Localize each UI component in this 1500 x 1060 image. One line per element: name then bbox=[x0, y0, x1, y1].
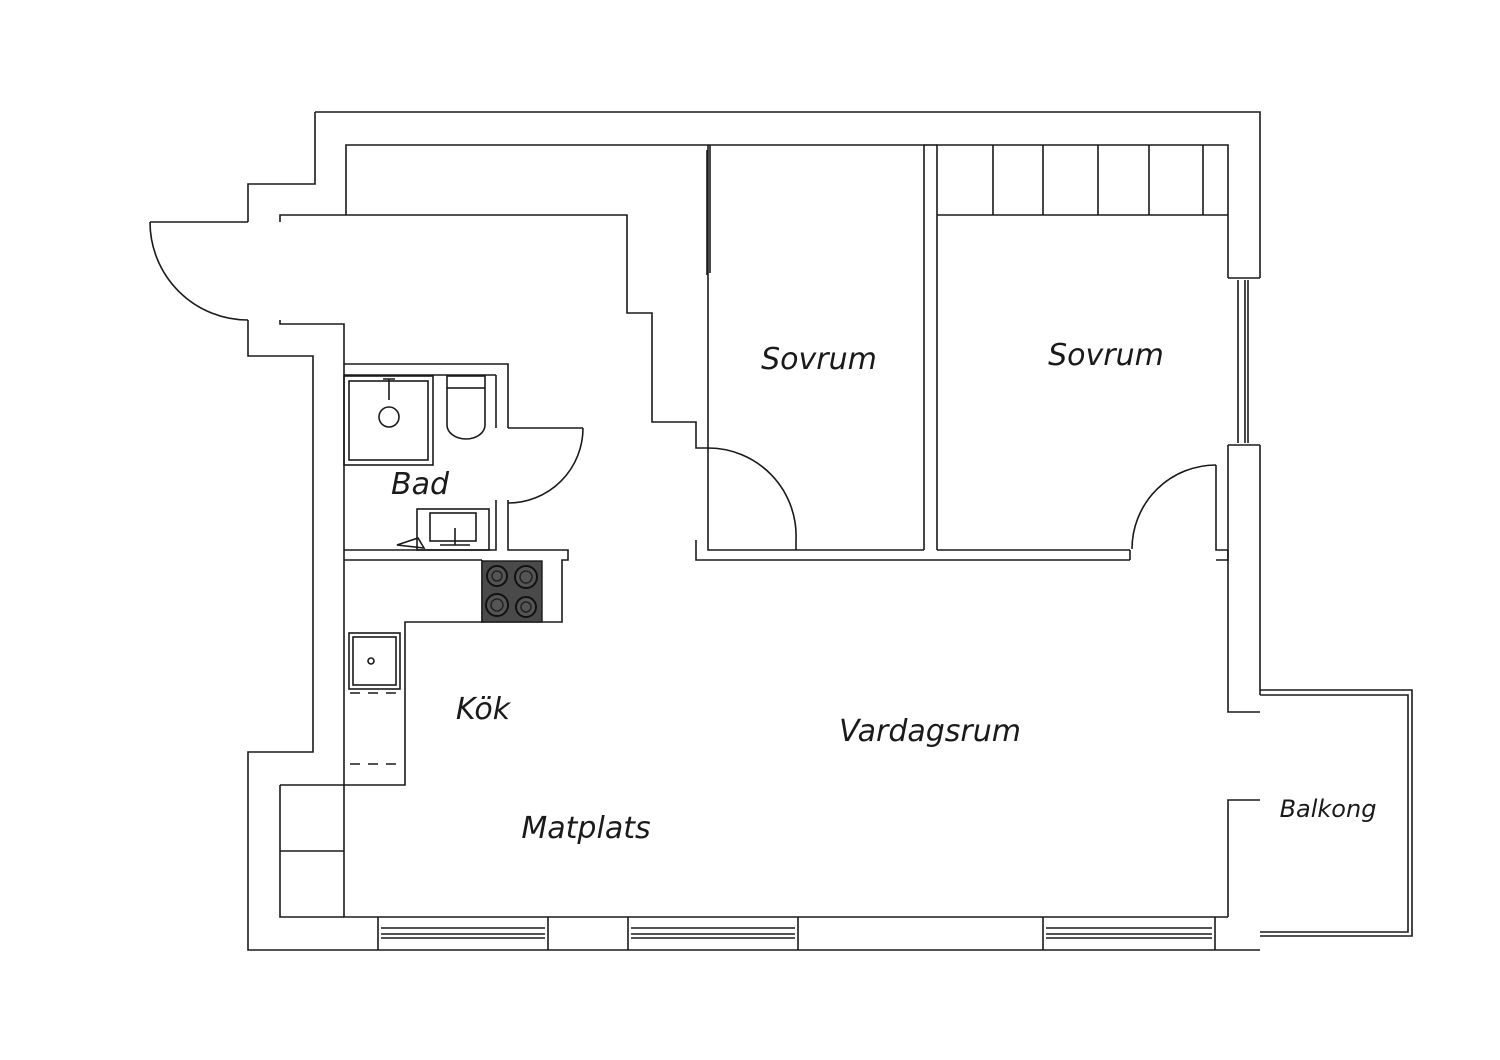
outer-wall bbox=[247, 111, 1261, 951]
entrance-wall bbox=[279, 145, 709, 449]
inner-wall-bottom bbox=[343, 785, 1228, 918]
room-label-sovrum-1: Sovrum bbox=[761, 342, 877, 377]
left-closet bbox=[279, 784, 344, 918]
room-label-sovrum-2: Sovrum bbox=[1048, 338, 1164, 373]
room-label-kok: Kök bbox=[456, 692, 512, 727]
stove bbox=[481, 560, 543, 623]
kitchen-counter bbox=[343, 559, 482, 786]
balcony bbox=[1260, 689, 1413, 937]
window-right bbox=[1228, 277, 1260, 446]
room-label-matplats: Matplats bbox=[521, 811, 650, 846]
window-bottom-2 bbox=[627, 917, 799, 950]
room-label-vardagsrum: Vardagsrum bbox=[839, 714, 1021, 749]
kitchen-sink bbox=[348, 632, 401, 690]
bathroom-wall-inner bbox=[344, 374, 497, 428]
toilet bbox=[446, 375, 486, 389]
shower bbox=[343, 375, 434, 466]
sovrum2-door bbox=[1131, 464, 1229, 561]
entrance-wall-lower bbox=[279, 320, 509, 428]
bathroom-sink bbox=[416, 508, 490, 551]
closet-slide-door bbox=[706, 145, 711, 275]
sovrum1-door bbox=[707, 447, 797, 550]
entrance-door bbox=[149, 221, 249, 321]
room-label-balkong: Balkong bbox=[1280, 795, 1377, 823]
bathroom-door bbox=[507, 427, 584, 504]
window-bottom-3 bbox=[1042, 917, 1216, 950]
sovrum2-wall bbox=[937, 549, 1131, 560]
window-bottom-1 bbox=[377, 917, 549, 950]
room-label-bad: Bad bbox=[391, 467, 450, 502]
wardrobe bbox=[937, 145, 1228, 216]
sovrum1-wall bbox=[695, 540, 1130, 561]
inner-wall-right-lower bbox=[1227, 799, 1260, 917]
inner-wall-top bbox=[345, 144, 1260, 713]
